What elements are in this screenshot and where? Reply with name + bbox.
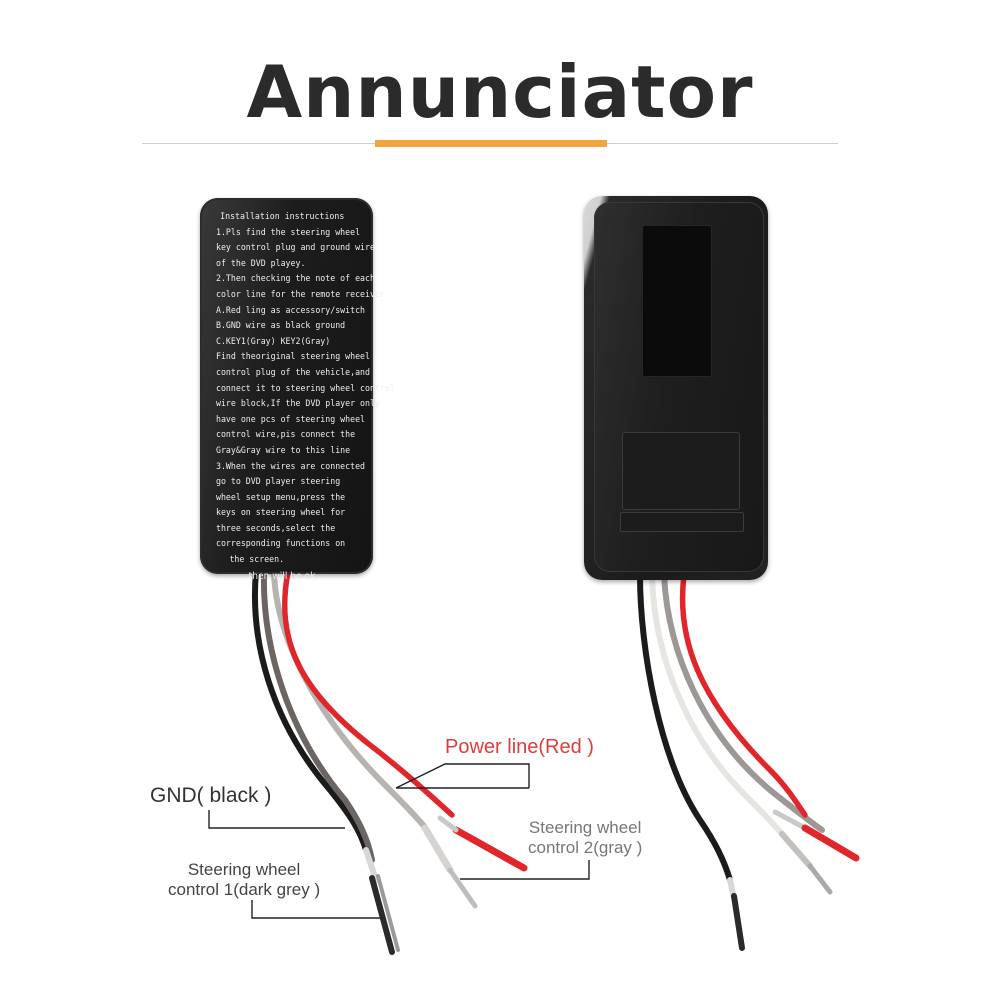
instruction-line: Gray&Gray wire to this line <box>216 445 351 456</box>
label-sw2-line1: Steering wheel <box>528 818 642 837</box>
label-sw2-line2: control 2(gray ) <box>528 838 643 857</box>
left-red-wire <box>282 569 455 818</box>
instruction-line: A.Red ling as accessory/switch <box>216 305 366 316</box>
instruction-line: corresponding functions on <box>216 539 346 550</box>
instruction-line: C.KEY1(Gray) KEY2(Gray) <box>216 336 331 347</box>
embossed-label-area <box>622 432 740 510</box>
left-gray-metal <box>447 867 478 909</box>
ir-receiver-window <box>642 225 712 377</box>
instruction-line: Find theoriginal steering wheel <box>216 352 370 363</box>
label-gnd: GND( black ) <box>150 784 272 807</box>
annunciator-module-front <box>200 198 373 574</box>
left-red-metal <box>437 815 459 833</box>
right-dark-grey-wire <box>649 572 785 837</box>
installation-instructions: Installation instructions 1.Pls find the… <box>216 210 395 584</box>
label-steering-control-2: Steering wheel control 2(gray ) <box>528 818 642 858</box>
label-steering-control-1: Steering wheel control 1(dark grey ) <box>168 860 320 900</box>
right-module-wires <box>637 572 860 951</box>
sw2-leader <box>460 860 590 880</box>
instruction-line: control plug of the vehicle,and <box>216 367 370 378</box>
instruction-line: 3.When the wires are connected <box>216 461 366 472</box>
left-black-wire <box>251 569 369 853</box>
left-black-tip <box>363 847 379 883</box>
instruction-line: Installation instructions <box>220 212 345 222</box>
instruction-line: wheel setup menu,press the <box>216 492 346 503</box>
instruction-line: have one pcs of steering wheel <box>216 414 366 425</box>
sw1-leader <box>251 900 380 919</box>
label-sw1-line2: control 1(dark grey ) <box>168 880 321 899</box>
left-darkgrey-metal <box>376 874 400 952</box>
instruction-line: go to DVD player steering <box>216 477 341 488</box>
label-power-line: Power line(Red ) <box>445 736 594 758</box>
instruction-line: then will be ok. <box>248 570 319 582</box>
right-red-tip <box>801 824 860 862</box>
instruction-line: keys on steering wheel for <box>216 508 346 519</box>
left-module-wires <box>251 569 528 955</box>
instruction-line: connect it to steering wheel control <box>216 383 395 394</box>
instruction-line: 1.Pls find the steering wheel <box>216 227 361 238</box>
right-red-wire <box>679 572 808 818</box>
label-sw1-line1: Steering wheel <box>187 860 301 879</box>
gnd-leader <box>208 810 345 829</box>
title-accent-bar <box>375 140 607 147</box>
instruction-line: of the DVD playey. <box>216 258 306 269</box>
right-gray-tip <box>779 831 813 869</box>
instruction-line: three seconds,select the <box>216 523 336 534</box>
instruction-line: B.GND wire as black ground <box>216 321 346 332</box>
page-title: Annunciator <box>246 50 754 134</box>
right-red-metal <box>772 809 808 831</box>
instruction-line: key control plug and ground wire <box>216 243 375 254</box>
right-gray-metal <box>807 863 833 895</box>
left-black-metal <box>369 875 395 955</box>
instruction-line: control wire,pis connect the <box>216 430 356 441</box>
instruction-line: color line for the remote receiver <box>216 289 385 300</box>
leader-lines <box>208 763 590 919</box>
instruction-line: the screen. <box>229 555 285 566</box>
left-dark-grey-wire <box>260 569 375 863</box>
right-black-wire <box>637 572 733 883</box>
instruction-line: wire block,If the DVD player only <box>216 399 380 410</box>
power-leader <box>395 763 530 789</box>
left-gray-wire <box>271 569 427 829</box>
instruction-line: 2.Then checking the note of each <box>216 274 375 285</box>
right-black-metal <box>731 893 745 951</box>
embossed-label-strip <box>620 512 744 532</box>
left-red-tip <box>452 826 528 872</box>
left-gray-tip <box>421 824 454 874</box>
